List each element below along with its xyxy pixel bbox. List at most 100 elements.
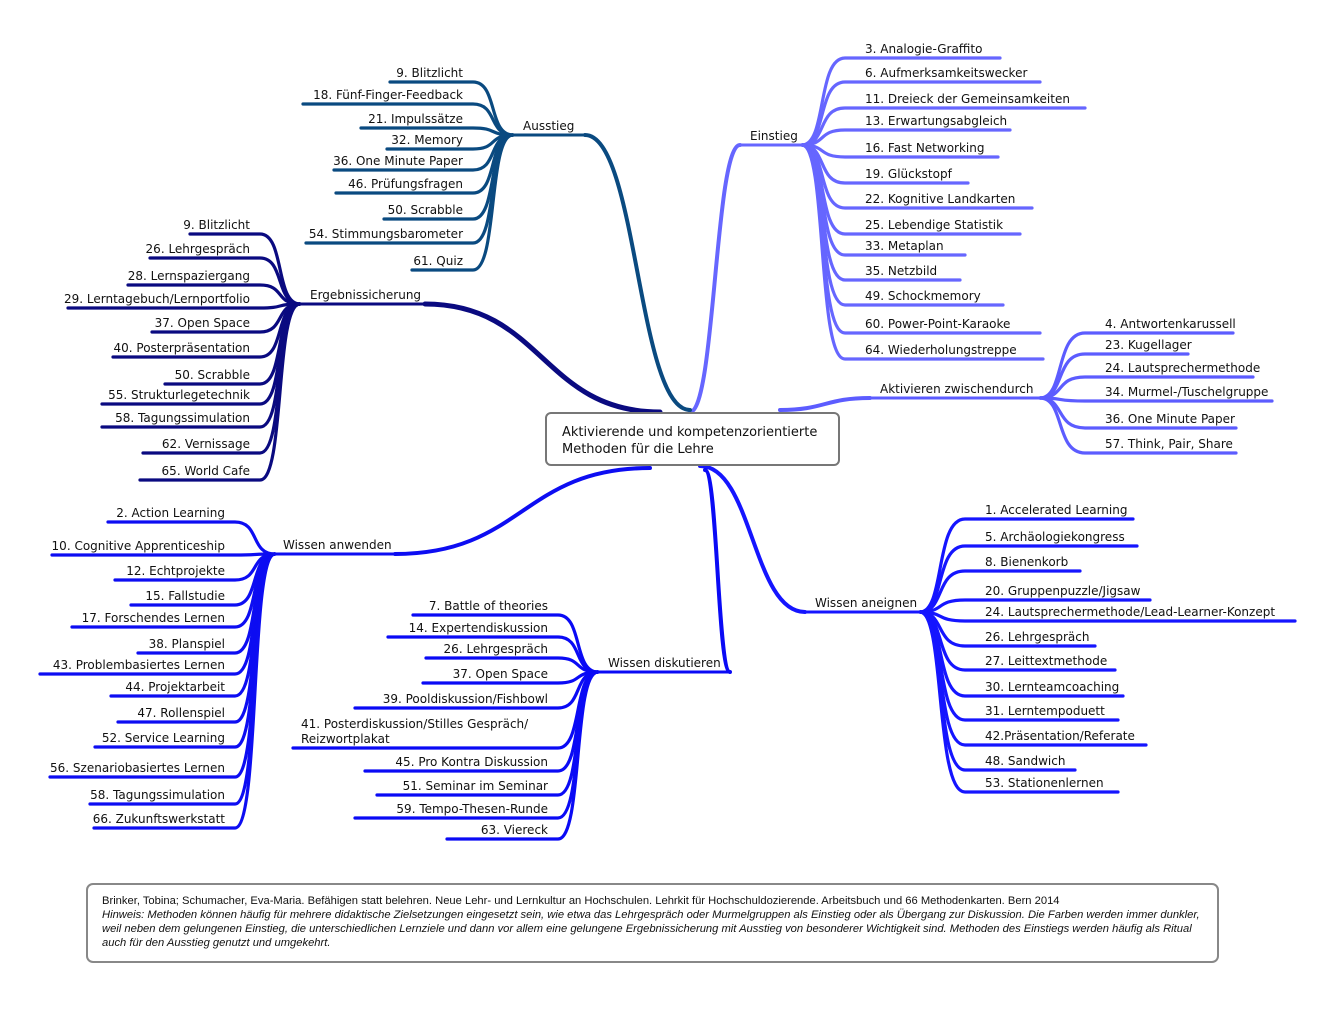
method-item[interactable]: 26. Lehrgespräch: [146, 242, 250, 256]
branch-ausstieg: Ausstieg 9. Blitzlicht 18. Fünf-Finger-Fee…: [301, 66, 692, 412]
method-item[interactable]: 24. Lautsprechermethode: [1105, 361, 1260, 375]
method-item[interactable]: 61. Quiz: [413, 254, 463, 268]
method-item[interactable]: 27. Leittextmethode: [985, 654, 1107, 668]
method-item[interactable]: 40. Posterpräsentation: [113, 341, 250, 355]
method-item[interactable]: 6. Aufmerksamkeitswecker: [865, 66, 1027, 80]
branch-connector: [778, 396, 872, 412]
branch-aneignen: Wissen aneignen 1. Accelerated Learning 5.…: [698, 464, 1297, 794]
method-item[interactable]: 29. Lerntagebuch/Lernportfolio: [64, 292, 250, 306]
method-item[interactable]: 58. Tagungssimulation: [90, 788, 225, 802]
method-item[interactable]: 1. Accelerated Learning: [985, 503, 1127, 517]
method-item[interactable]: 26. Lehrgespräch: [985, 630, 1089, 644]
method-item[interactable]: 2. Action Learning: [116, 506, 225, 520]
leaf-line: [800, 143, 1045, 361]
method-item[interactable]: 56. Szenariobasiertes Lernen: [50, 761, 225, 775]
method-item[interactable]: 9. Blitzlicht: [183, 218, 250, 232]
method-item[interactable]: 53. Stationenlernen: [985, 776, 1104, 790]
method-item[interactable]: 51. Seminar im Seminar: [403, 779, 548, 793]
method-item[interactable]: 32. Memory: [391, 133, 463, 147]
method-item[interactable]: 49. Schockmemory: [865, 289, 981, 303]
source-note: Brinker, Tobina; Schumacher, Eva-Maria. …: [86, 883, 1219, 963]
leaf-line: [1038, 396, 1238, 455]
method-item[interactable]: 46. Prüfungsfragen: [348, 177, 463, 191]
method-item[interactable]: 22. Kognitive Landkarten: [865, 192, 1015, 206]
branch-label-diskutieren[interactable]: Wissen diskutieren: [608, 656, 721, 670]
method-item[interactable]: 41. Posterdiskussion/Stilles Gespräch/Re…: [301, 717, 529, 746]
branch-connector: [422, 301, 663, 415]
method-item[interactable]: 4. Antwortenkarussell: [1105, 317, 1236, 331]
method-item[interactable]: 15. Fallstudie: [145, 589, 225, 603]
method-item[interactable]: 28. Lernspaziergang: [128, 269, 250, 283]
method-item[interactable]: 7. Battle of theories: [429, 599, 548, 613]
method-item[interactable]: 20. Gruppenpuzzle/Jigsaw: [985, 584, 1141, 598]
method-item[interactable]: 65. World Cafe: [162, 464, 250, 478]
method-item[interactable]: 12. Echtprojekte: [126, 564, 225, 578]
method-item[interactable]: 33. Metaplan: [865, 239, 944, 253]
branch-label-aneignen[interactable]: Wissen aneignen: [815, 596, 917, 610]
method-item[interactable]: 36. One Minute Paper: [1105, 412, 1235, 426]
method-item[interactable]: 39. Pooldiskussion/Fishbowl: [383, 692, 548, 706]
method-item[interactable]: 36. One Minute Paper: [333, 154, 463, 168]
method-item[interactable]: 37. Open Space: [155, 316, 250, 330]
method-item[interactable]: 43. Problembasiertes Lernen: [53, 658, 225, 672]
branch-connector: [688, 143, 742, 414]
leaf-line: [92, 552, 277, 830]
method-item[interactable]: 13. Erwartungsabgleich: [865, 114, 1007, 128]
method-item[interactable]: 63. Viereck: [481, 823, 548, 837]
method-item[interactable]: 3. Analogie-Graffito: [865, 42, 982, 56]
method-item[interactable]: 50. Scrabble: [388, 203, 463, 217]
method-item[interactable]: 38. Planspiel: [149, 637, 225, 651]
branch-label-ergebnis[interactable]: Ergebnissicherung: [310, 288, 421, 302]
branch-label-anwenden[interactable]: Wissen anwenden: [283, 538, 392, 552]
method-item[interactable]: 58. Tagungssimulation: [115, 411, 250, 425]
method-item[interactable]: 47. Rollenspiel: [137, 706, 225, 720]
method-item[interactable]: 60. Power-Point-Karaoke: [865, 317, 1010, 331]
branch-label-ausstieg[interactable]: Ausstieg: [523, 119, 574, 133]
method-item[interactable]: 24. Lautsprechermethode/Lead-Learner-Kon…: [985, 605, 1275, 619]
branch-label-einstieg[interactable]: Einstieg: [750, 129, 798, 143]
method-item[interactable]: 62. Vernissage: [162, 437, 250, 451]
method-item[interactable]: 19. Glückstopf: [865, 167, 953, 181]
method-item[interactable]: 34. Murmel-/Tuschelgruppe: [1105, 385, 1268, 399]
method-item[interactable]: 25. Lebendige Statistik: [865, 218, 1003, 232]
method-item[interactable]: 42.Präsentation/Referate: [985, 729, 1135, 743]
branch-label-aktivieren[interactable]: Aktivieren zwischendurch: [880, 382, 1033, 396]
branch-connector: [698, 464, 807, 614]
branch-diskutieren: Wissen diskutieren 7. Battle of theories 1…: [291, 468, 732, 841]
method-item[interactable]: 8. Bienenkorb: [985, 555, 1068, 569]
method-item[interactable]: 37. Open Space: [453, 667, 548, 681]
method-item[interactable]: 26. Lehrgespräch: [444, 642, 548, 656]
method-item[interactable]: 59. Tempo-Thesen-Runde: [396, 802, 548, 816]
branch-anwenden: Wissen anwenden 2. Action Learning 10. Cog…: [38, 466, 652, 830]
method-item[interactable]: 66. Zukunftswerkstatt: [93, 812, 226, 826]
method-item[interactable]: 23. Kugellager: [1105, 338, 1192, 352]
method-item[interactable]: 57. Think, Pair, Share: [1105, 437, 1233, 451]
source-citation: Brinker, Tobina; Schumacher, Eva-Maria. …: [102, 895, 1060, 907]
method-item[interactable]: 5. Archäologiekongress: [985, 530, 1125, 544]
method-item[interactable]: 44. Projektarbeit: [125, 680, 225, 694]
method-item[interactable]: 18. Fünf-Finger-Feedback: [313, 88, 463, 102]
method-item[interactable]: 11. Dreieck der Gemeinsamkeiten: [865, 92, 1070, 106]
method-item[interactable]: 35. Netzbild: [865, 264, 937, 278]
method-item[interactable]: 55. Strukturlegetechnik: [108, 388, 250, 402]
branch-aktivieren: Aktivieren zwischendurch 4. Antwortenkaru…: [778, 317, 1274, 455]
method-item[interactable]: 50. Scrabble: [175, 368, 250, 382]
leaf-line: [138, 302, 302, 482]
method-item[interactable]: 14. Expertendiskussion: [409, 621, 548, 635]
central-topic[interactable]: Aktivierende und kompetenzorientierte Me…: [545, 412, 840, 466]
method-item[interactable]: 17. Forschendes Lernen: [82, 611, 225, 625]
method-item[interactable]: 30. Lernteamcoaching: [985, 680, 1119, 694]
method-item[interactable]: 16. Fast Networking: [865, 141, 984, 155]
method-item[interactable]: 52. Service Learning: [102, 731, 225, 745]
method-item[interactable]: 21. Impulssätze: [368, 112, 463, 126]
method-item[interactable]: 64. Wiederholungstreppe: [865, 343, 1017, 357]
method-item[interactable]: 9. Blitzlicht: [396, 66, 463, 80]
method-item[interactable]: 31. Lerntempoduett: [985, 704, 1105, 718]
method-item[interactable]: 54. Stimmungsbarometer: [309, 227, 463, 241]
branch-connector: [583, 133, 692, 412]
method-item[interactable]: 45. Pro Kontra Diskussion: [395, 755, 548, 769]
method-item[interactable]: 48. Sandwich: [985, 754, 1065, 768]
leaf-line: [918, 610, 1120, 794]
method-item[interactable]: 10. Cognitive Apprenticeship: [52, 539, 225, 553]
